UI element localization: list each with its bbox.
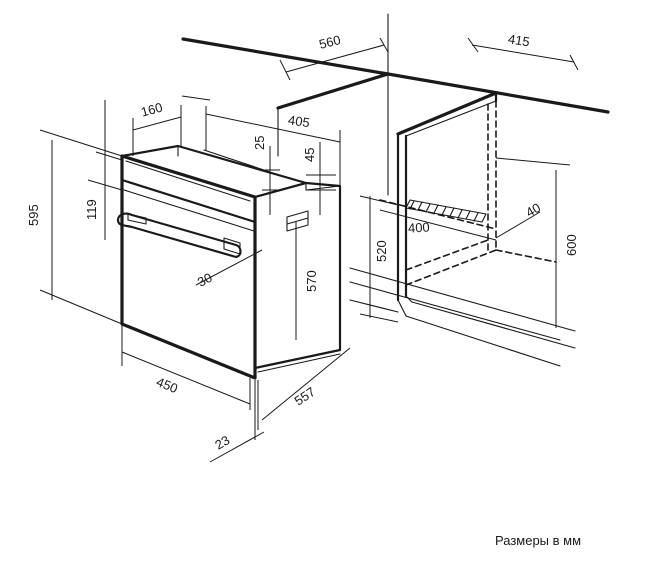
dim-520-label: 520	[374, 240, 389, 262]
dim-45-label: 45	[302, 148, 317, 162]
niche-hidden-lines	[379, 100, 557, 286]
dimension-lines	[39, 37, 579, 463]
dim-560-label: 560	[317, 32, 342, 52]
dim-400-label: 400	[408, 220, 430, 236]
dim-595-label: 595	[26, 204, 41, 226]
dim-557-label: 557	[292, 384, 318, 409]
ventilation-cutout-hatch	[405, 199, 487, 223]
dim-23-label: 23	[212, 432, 232, 452]
oven-body	[120, 144, 342, 380]
cabinet-outline	[181, 13, 610, 367]
oven-handle	[116, 212, 242, 259]
dim-160-label: 160	[139, 100, 164, 120]
dim-30-label: 30	[195, 270, 215, 290]
dim-40-label: 40	[523, 200, 543, 220]
dim-25-label: 25	[252, 136, 267, 150]
dim-450-label: 450	[154, 374, 180, 396]
dim-405-label: 405	[287, 112, 311, 130]
dimension-labels: 560 415 160 405 25 45 595 119 30 570 520…	[26, 31, 579, 452]
dim-415-label: 415	[507, 31, 531, 49]
units-caption: Размеры в мм	[495, 533, 582, 548]
dim-119-label: 119	[84, 199, 99, 220]
dim-600-label: 600	[564, 234, 579, 256]
dim-570-label: 570	[304, 270, 319, 292]
